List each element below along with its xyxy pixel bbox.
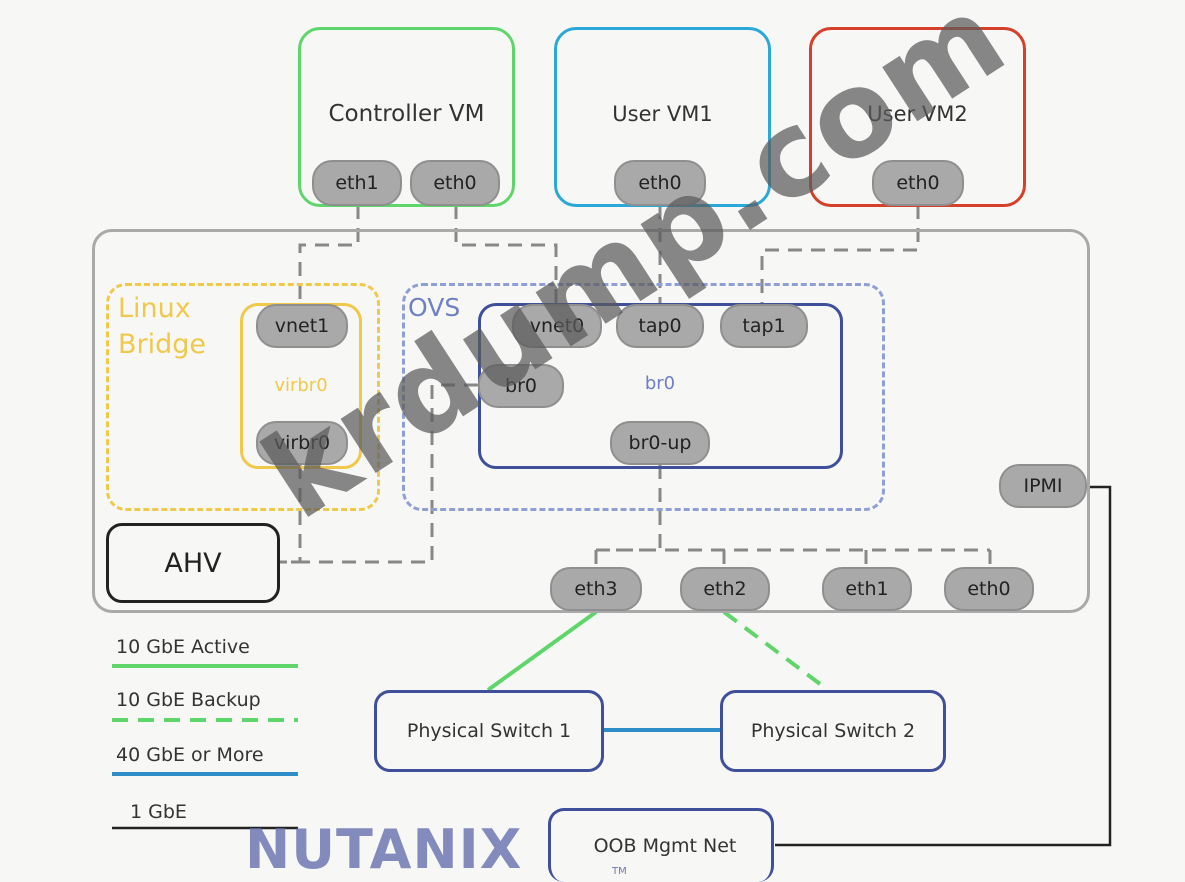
tap1-port: tap1	[720, 304, 808, 348]
link-ctrl-eth1-vnet1	[298, 205, 360, 305]
host-eth2-port: eth2	[680, 567, 770, 611]
link-eth3-switch1	[486, 610, 598, 692]
ahv-label: AHV	[164, 547, 222, 579]
nutanix-logo: NUTANIX	[245, 818, 523, 881]
user-vm2-title: User VM2	[867, 102, 968, 126]
user-vm2-eth0-port: eth0	[872, 160, 964, 206]
ahv-box	[106, 523, 280, 603]
br0-label: br0	[644, 372, 676, 394]
ovs-box	[402, 283, 885, 511]
legend-40g: 40 GbE or More	[116, 744, 264, 766]
tap0-port: tap0	[616, 304, 704, 348]
br0-up-port: br0-up	[610, 421, 710, 465]
controller-vm-box	[298, 27, 515, 207]
nutanix-logo-tm: TM	[612, 866, 627, 877]
host-box	[92, 229, 1090, 613]
physical-switch-1-label: Physical Switch 1	[406, 720, 572, 742]
user-vm1-eth0-port: eth0	[614, 160, 706, 206]
link-eth2-switch2	[722, 610, 830, 692]
host-eth3-port: eth3	[550, 567, 642, 611]
linux-bridge-box	[106, 283, 380, 511]
vnet1-port: vnet1	[256, 304, 348, 348]
vnet0-port: vnet0	[512, 304, 602, 348]
ovs-title: OVS	[408, 292, 461, 322]
physical-switch-2-label: Physical Switch 2	[750, 720, 916, 742]
linux-bridge-title-line1: Linux	[118, 293, 191, 324]
link-br0-ahv	[280, 383, 478, 564]
oob-mgmt-label: OOB Mgmt Net	[593, 835, 737, 857]
oob-mgmt-box	[548, 808, 774, 882]
linux-bridge-title-line2: Bridge	[118, 329, 207, 360]
link-ipmi-oob	[775, 485, 1112, 847]
host-eth0-port: eth0	[944, 567, 1034, 611]
ipmi-port: IPMI	[999, 464, 1087, 508]
host-eth1-port: eth1	[822, 567, 912, 611]
virbr0-port: virbr0	[256, 421, 348, 465]
br0-port: br0	[478, 364, 564, 408]
legend-10g-backup: 10 GbE Backup	[116, 689, 261, 711]
legend-1g: 1 GbE	[130, 801, 187, 823]
link-uplink-nics	[596, 465, 662, 552]
controller-eth0-port: eth0	[410, 160, 500, 206]
link-vm2-eth0-tap1	[760, 205, 920, 305]
link-ctrl-eth0-vnet0	[454, 205, 558, 305]
user-vm1-title: User VM1	[612, 102, 713, 126]
controller-vm-title: Controller VM	[328, 101, 485, 127]
linux-bridge-title: Linux Bridge	[118, 290, 228, 364]
controller-eth1-port: eth1	[312, 160, 402, 206]
physical-switch-1-box	[374, 690, 604, 772]
physical-switch-2-box	[720, 690, 946, 772]
legend-10g-active: 10 GbE Active	[116, 636, 250, 658]
virbr0-label: virbr0	[274, 374, 328, 396]
